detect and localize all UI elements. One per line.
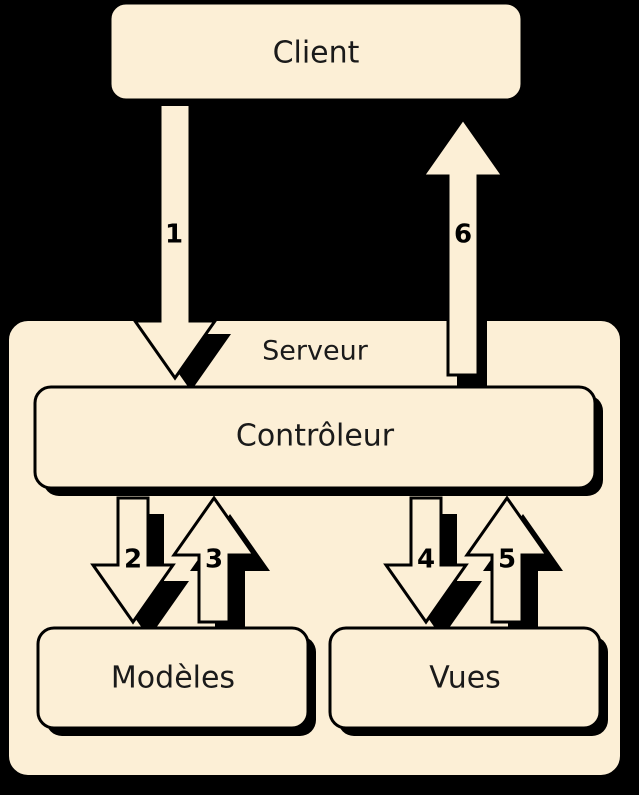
flow-arrow-3[interactable]: 3 [171, 495, 270, 638]
flow-arrow-6-label: 6 [454, 220, 472, 250]
flow-arrow-2-body [90, 496, 176, 625]
client-body [111, 4, 521, 99]
modeles-label: Modèles [111, 661, 235, 696]
node-controleur[interactable]: Contrôleur [33, 385, 603, 496]
client-label: Client [273, 36, 360, 71]
flow-arrow-4-body [383, 496, 469, 625]
node-vues[interactable]: Vues [328, 626, 608, 736]
flow-arrow-5-label: 5 [498, 545, 516, 575]
flow-arrow-1[interactable]: 1 [132, 102, 231, 391]
vues-body [328, 626, 602, 730]
flow-arrow-4[interactable]: 4 [383, 496, 482, 638]
flow-arrow-4-label: 4 [417, 545, 435, 575]
flow-arrow-2-label: 2 [124, 545, 142, 575]
flow-arrow-3-body [171, 495, 257, 624]
flow-arrow-5[interactable]: 5 [464, 495, 563, 638]
node-modeles[interactable]: Modèles [36, 626, 316, 736]
vues-label: Vues [429, 661, 501, 696]
controleur-body [33, 385, 597, 490]
flow-arrow-1-body [132, 102, 218, 381]
flow-arrow-1-label: 1 [165, 220, 183, 250]
flow-arrow-6[interactable]: 6 [420, 116, 512, 391]
node-client[interactable]: Client [111, 4, 528, 106]
flow-arrow-2[interactable]: 2 [90, 496, 189, 638]
modeles-body [36, 626, 310, 730]
flow-arrow-3-label: 3 [205, 545, 223, 575]
controleur-label: Contrôleur [236, 419, 395, 454]
serveur-label: Serveur [262, 336, 369, 367]
flow-arrow-6-body [420, 116, 506, 377]
flow-arrow-5-body [464, 495, 550, 624]
